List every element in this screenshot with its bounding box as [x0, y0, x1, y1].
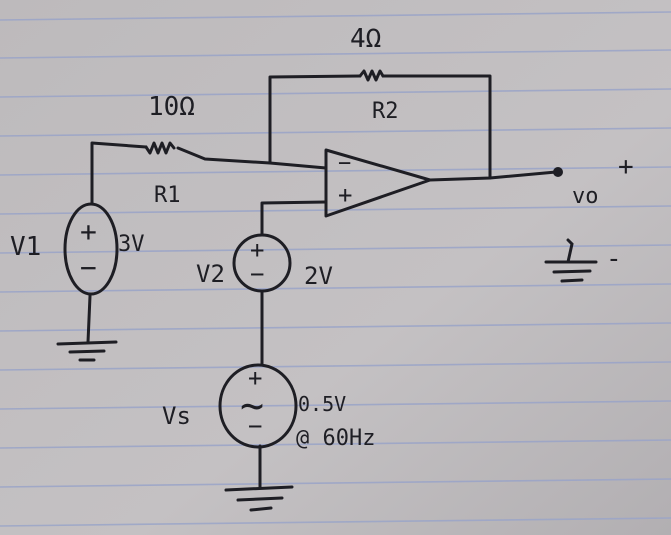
r1-value-label: 10Ω [148, 92, 195, 122]
vs-plus-sign: + [248, 364, 263, 392]
v2-value-label: 2V [304, 262, 333, 290]
feedback-wire-right [381, 74, 492, 180]
grounds [56, 238, 598, 512]
v2-name-label: V2 [196, 260, 225, 288]
ruled-lines [0, 11, 671, 527]
vs-source-circle [218, 363, 298, 449]
feedback-wire [268, 74, 362, 165]
v1-source-circle [63, 202, 119, 296]
vs-ac-symbol: ~ [240, 383, 265, 429]
vo-name-label: vo [572, 184, 599, 209]
vs-amplitude-label: 0.5V [298, 392, 347, 416]
opamp-triangle [324, 148, 432, 218]
sources [63, 202, 298, 449]
r2-name-label: R2 [372, 99, 399, 124]
vs-name-label: Vs [162, 402, 191, 430]
vs-ground-symbol [224, 485, 294, 512]
r1-name-label: R1 [154, 183, 181, 208]
v2-plus-sign: + [250, 236, 265, 264]
vo-plus-sign: + [618, 152, 634, 182]
v1-to-ground-wire [86, 294, 92, 344]
v1-name-label: V1 [10, 232, 42, 262]
output-ground-symbol [544, 238, 598, 283]
v1-value-label: 3V [118, 232, 145, 257]
vo-minus-sign: - [606, 244, 622, 274]
output-wire [428, 170, 558, 182]
r2-resistor [358, 69, 385, 82]
r1-resistor [144, 141, 176, 155]
v1-plus-sign: + [80, 215, 97, 248]
r1-to-node-wire [176, 146, 328, 170]
v2-source-circle [232, 233, 292, 293]
v2-input-wire [260, 200, 328, 236]
opamp-noninverting-sign: + [338, 181, 353, 209]
v2-minus-sign: − [250, 260, 265, 288]
circuit-wires [86, 69, 558, 490]
output-terminal [553, 167, 563, 177]
opamp-inverting-sign: − [338, 151, 352, 176]
r2-value-label: 4Ω [350, 24, 382, 54]
v1-minus-sign: − [80, 251, 97, 284]
vs-frequency-label: @ 60Hz [296, 426, 376, 451]
v1-ground-symbol [56, 340, 118, 362]
vs-minus-sign: − [248, 412, 263, 440]
v1-top-wire [90, 141, 148, 205]
